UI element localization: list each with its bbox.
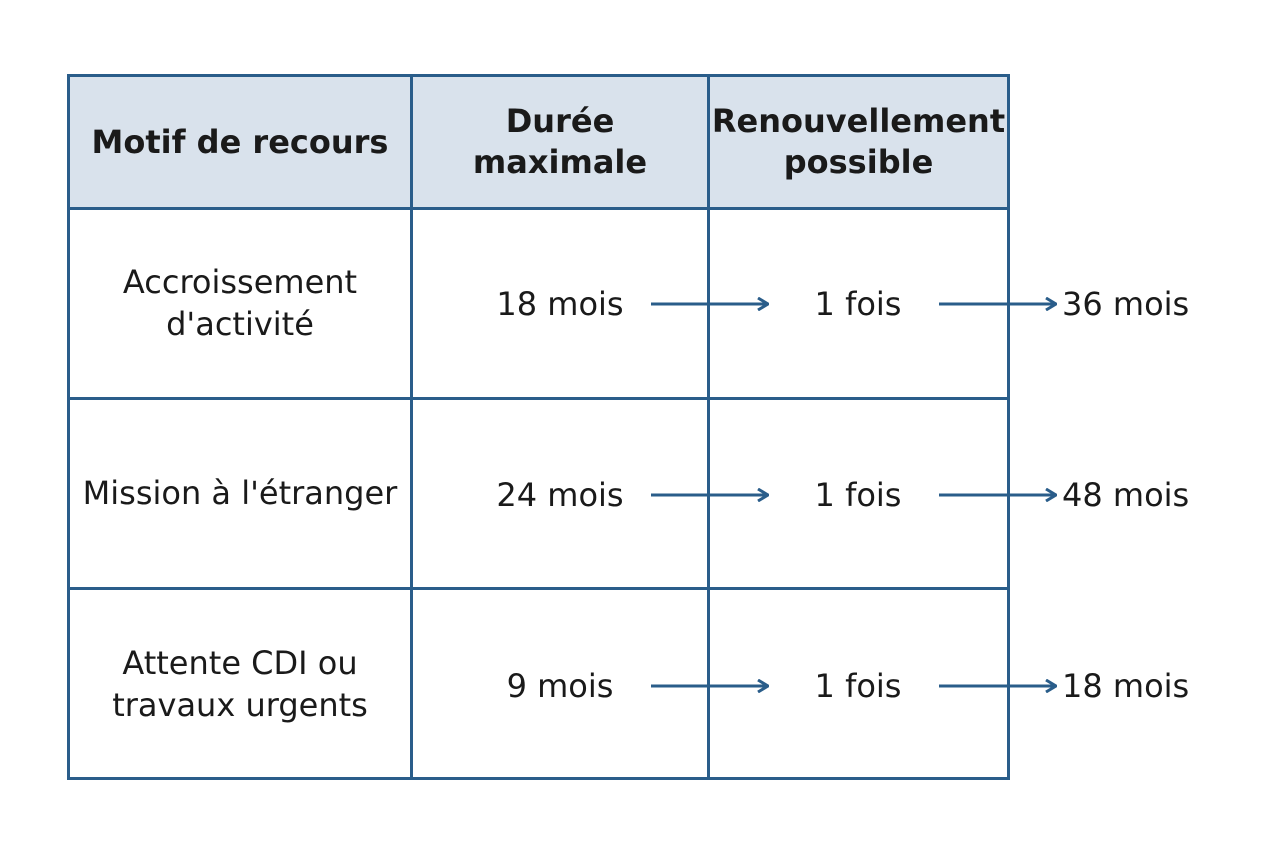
row-1-renouvellement: 1 fois <box>814 285 902 323</box>
header-renouvellement: Renouvellement possible <box>710 77 1007 210</box>
row-2-renouvellement-cell <box>710 400 1007 590</box>
row-1-motif-line-2: d'activité <box>166 304 314 343</box>
header-motif-line-1: Motif de recours <box>91 122 389 161</box>
row-2-motif-line-1: Mission à l'étranger <box>82 473 398 512</box>
header-renouvellement-line-1: Renouvellement <box>711 102 1006 141</box>
row-2-total: 48 mois <box>1062 476 1190 514</box>
header-duree-line-1: Durée <box>505 102 615 141</box>
row-2-renouvellement: 1 fois <box>814 476 902 514</box>
row-3-renouvellement: 1 fois <box>814 667 902 705</box>
row-3-motif-line-1: Attente CDI ou <box>122 644 358 683</box>
row-3-motif: Attente CDI ou travaux urgents <box>70 590 413 780</box>
row-3-motif-line-2: travaux urgents <box>112 686 368 724</box>
row-2-duree: 24 mois <box>496 476 624 514</box>
row-2-motif: Mission à l'étranger <box>70 400 413 590</box>
duration-table: Motif de recours Durée maximale Renouvel… <box>67 74 1010 780</box>
row-3-total: 18 mois <box>1062 667 1190 705</box>
row-1-total: 36 mois <box>1062 285 1190 323</box>
header-renouvellement-line-2: possible <box>783 143 934 181</box>
row-1-duree: 18 mois <box>496 285 624 323</box>
header-duree-line-2: maximale <box>472 143 648 181</box>
header-motif: Motif de recours <box>70 77 413 210</box>
row-1-motif: Accroissement d'activité <box>70 210 413 400</box>
header-duree: Durée maximale <box>413 77 710 210</box>
row-1-motif-line-1: Accroissement <box>122 262 358 301</box>
row-3-duree: 9 mois <box>506 667 614 705</box>
row-1-renouvellement-cell <box>710 210 1007 400</box>
